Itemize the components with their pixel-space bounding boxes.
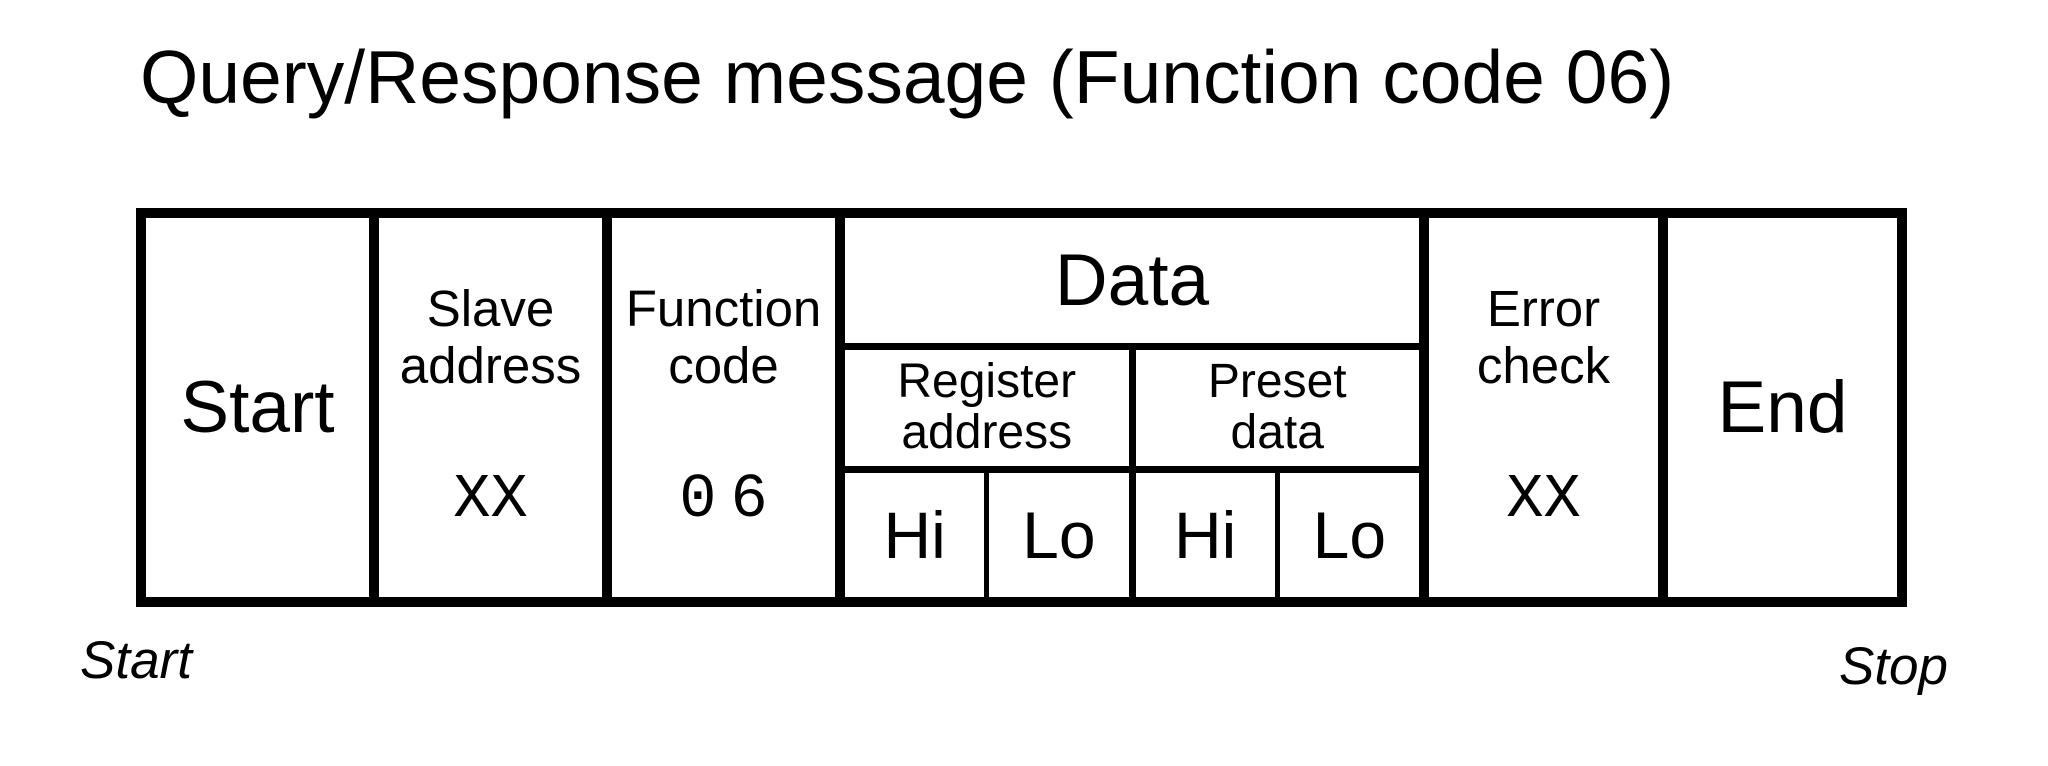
register-address-lo: Lo	[984, 473, 1128, 597]
function-code-label-line1: Function	[625, 280, 822, 337]
field-end-label: End	[1717, 367, 1848, 448]
error-check-label-line1: Error	[1486, 280, 1601, 337]
error-check-value: XX	[1506, 464, 1581, 536]
field-start-label: Start	[180, 367, 335, 448]
register-address-label-line2: address	[901, 406, 1073, 459]
message-frame: Start Slave address XX Function code 06 …	[136, 208, 1907, 607]
field-function-code: Function code 06	[602, 218, 835, 597]
register-address-label: Register address	[845, 350, 1129, 466]
footer-start-label: Start	[80, 631, 192, 690]
preset-data-lo: Lo	[1274, 473, 1419, 597]
slave-address-label-line2: address	[399, 337, 582, 395]
register-address-bytes: Hi Lo	[845, 473, 1129, 597]
function-code-label: Function code	[626, 280, 822, 394]
preset-data-label-line1: Preset	[1207, 355, 1347, 409]
field-slave-address: Slave address XX	[369, 218, 602, 597]
preset-data-hi: Hi	[1173, 498, 1237, 572]
field-end: End	[1658, 218, 1897, 597]
data-label: Data	[1054, 240, 1210, 321]
slave-address-label-line1: Slave	[426, 280, 555, 337]
function-code-label-line2: code	[668, 337, 779, 395]
slave-address-value: XX	[453, 464, 528, 536]
data-subfield-labels-row: Register address Preset data	[845, 343, 1419, 466]
preset-data-label-line2: data	[1230, 406, 1324, 459]
field-data: Data Register address Preset data Hi Lo	[835, 218, 1419, 597]
slave-address-label: Slave address	[400, 280, 581, 394]
function-code-value: 06	[679, 464, 782, 536]
data-header: Data	[845, 218, 1419, 343]
diagram-title: Query/Response message (Function code 06…	[140, 35, 1675, 119]
data-bytes-row: Hi Lo Hi Lo	[845, 466, 1419, 597]
register-address-label-line1: Register	[897, 355, 1077, 409]
error-check-label-line2: check	[1476, 337, 1611, 395]
footer-stop-label: Stop	[1838, 637, 1948, 696]
field-start: Start	[146, 218, 369, 597]
field-error-check: Error check XX	[1419, 218, 1658, 597]
error-check-label: Error check	[1477, 280, 1610, 394]
preset-data-bytes: Hi Lo	[1128, 473, 1420, 597]
register-address-hi: Hi	[883, 498, 946, 572]
preset-data-label: Preset data	[1128, 350, 1420, 466]
